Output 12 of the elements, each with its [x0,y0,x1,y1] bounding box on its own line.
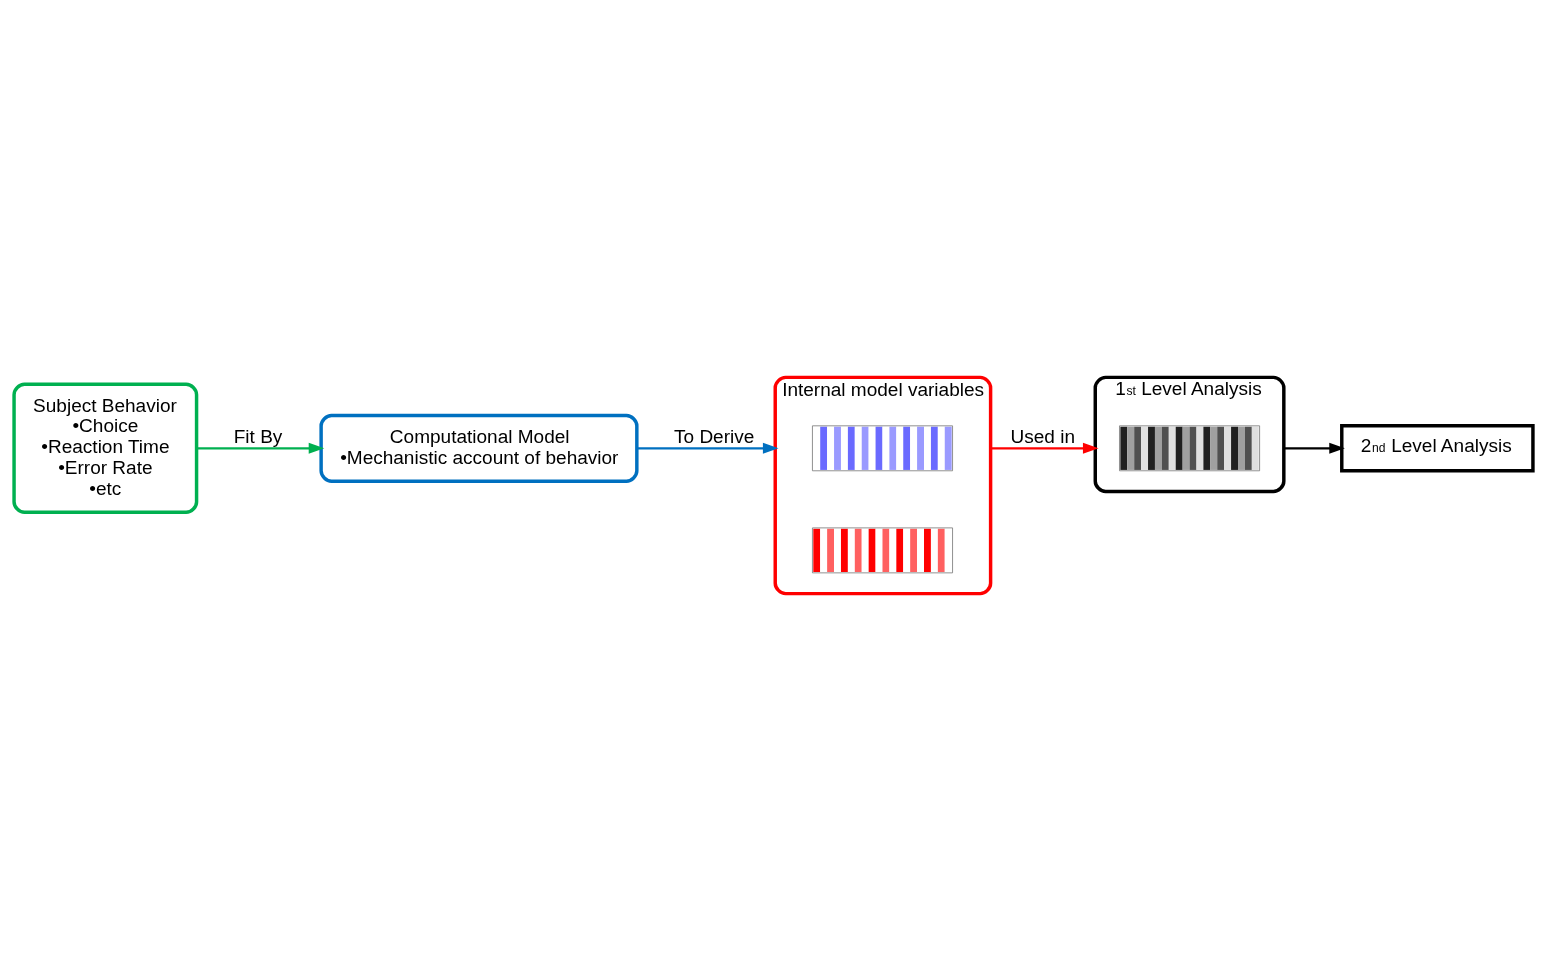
edge-label: Fit By [233,425,283,447]
cluster: Internal model variables [773,375,993,595]
arrow [1283,442,1345,454]
arrow [196,442,325,454]
node-box: Subject Behavior •Choice •Reaction Time •Error Rate •etc [12,382,199,514]
cluster: 1st Level Analysis [1093,375,1286,493]
arrow [636,442,779,454]
node-box: 2nd Level Analysis [1340,423,1535,473]
arrow [990,442,1099,454]
edge-label: To Derive [674,425,755,447]
node-box: Computational Model •Mechanistic account of behavior [319,413,639,483]
edge-label: Used in [1010,425,1075,447]
